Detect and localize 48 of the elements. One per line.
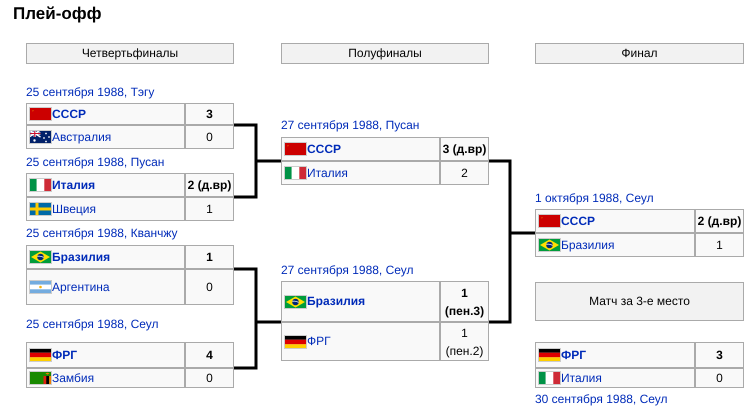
round-header: Матч за 3-е место bbox=[535, 282, 744, 321]
round-header: Четвертьфиналы bbox=[26, 43, 234, 64]
team-name: Австралия bbox=[52, 130, 112, 144]
match-date: 27 сентября 1988, Сеул bbox=[281, 262, 414, 278]
team-name: ФРГ bbox=[307, 334, 331, 349]
team-name: ФРГ bbox=[52, 348, 78, 362]
round-header: Финал bbox=[535, 43, 744, 64]
team-name: Бразилия bbox=[561, 238, 614, 252]
match-date: 25 сентября 1988, Пусан bbox=[26, 154, 164, 170]
score: 3 (д.вр) bbox=[441, 138, 488, 160]
match-date: 25 сентября 1988, Сеул bbox=[26, 316, 159, 332]
bracket-line bbox=[234, 160, 281, 198]
score: 1 bbox=[696, 234, 743, 256]
score: 3 bbox=[186, 104, 233, 124]
round-header: Полуфиналы bbox=[281, 43, 489, 64]
team-name: Швеция bbox=[52, 202, 96, 216]
score: 3 bbox=[696, 343, 743, 367]
score: 4 bbox=[186, 343, 233, 367]
score: 1 (пен.2) bbox=[441, 323, 488, 360]
bracket-line bbox=[234, 320, 281, 370]
team-name: Бразилия bbox=[307, 294, 366, 309]
page-title: Плей-офф bbox=[13, 3, 102, 25]
team-name: СССР bbox=[561, 214, 596, 228]
score: 0 bbox=[186, 369, 233, 387]
score: 1 bbox=[186, 246, 233, 268]
team-name: СССР bbox=[307, 142, 342, 156]
score: 0 bbox=[186, 270, 233, 304]
match-date: 25 сентября 1988, Тэгу bbox=[26, 84, 154, 100]
score: 2 bbox=[441, 162, 488, 184]
team-name: ФРГ bbox=[561, 348, 586, 362]
match-date: 27 сентября 1988, Пусан bbox=[281, 117, 420, 133]
bracket-line bbox=[489, 232, 535, 324]
score: 2 (д.вр) bbox=[696, 210, 743, 232]
team-name: Италия bbox=[561, 370, 602, 386]
score: 0 bbox=[696, 369, 743, 387]
team-name: Бразилия bbox=[52, 250, 110, 264]
team-name: Италия bbox=[52, 178, 96, 192]
team-name: СССР bbox=[52, 106, 86, 122]
score: 0 bbox=[186, 126, 233, 148]
match-date: 30 сентября 1988, Сеул bbox=[535, 391, 668, 407]
match-date: 25 сентября 1988, Кванчжу bbox=[26, 225, 178, 241]
score: 1 (пен.3) bbox=[441, 282, 488, 321]
team-name: Замбия bbox=[52, 370, 94, 386]
score: 2 (д.вр) bbox=[186, 174, 233, 196]
team-name: Аргентина bbox=[52, 280, 110, 294]
team-name: Италия bbox=[307, 166, 348, 180]
match-date: 1 октября 1988, Сеул bbox=[535, 190, 654, 206]
score: 1 bbox=[186, 198, 233, 220]
